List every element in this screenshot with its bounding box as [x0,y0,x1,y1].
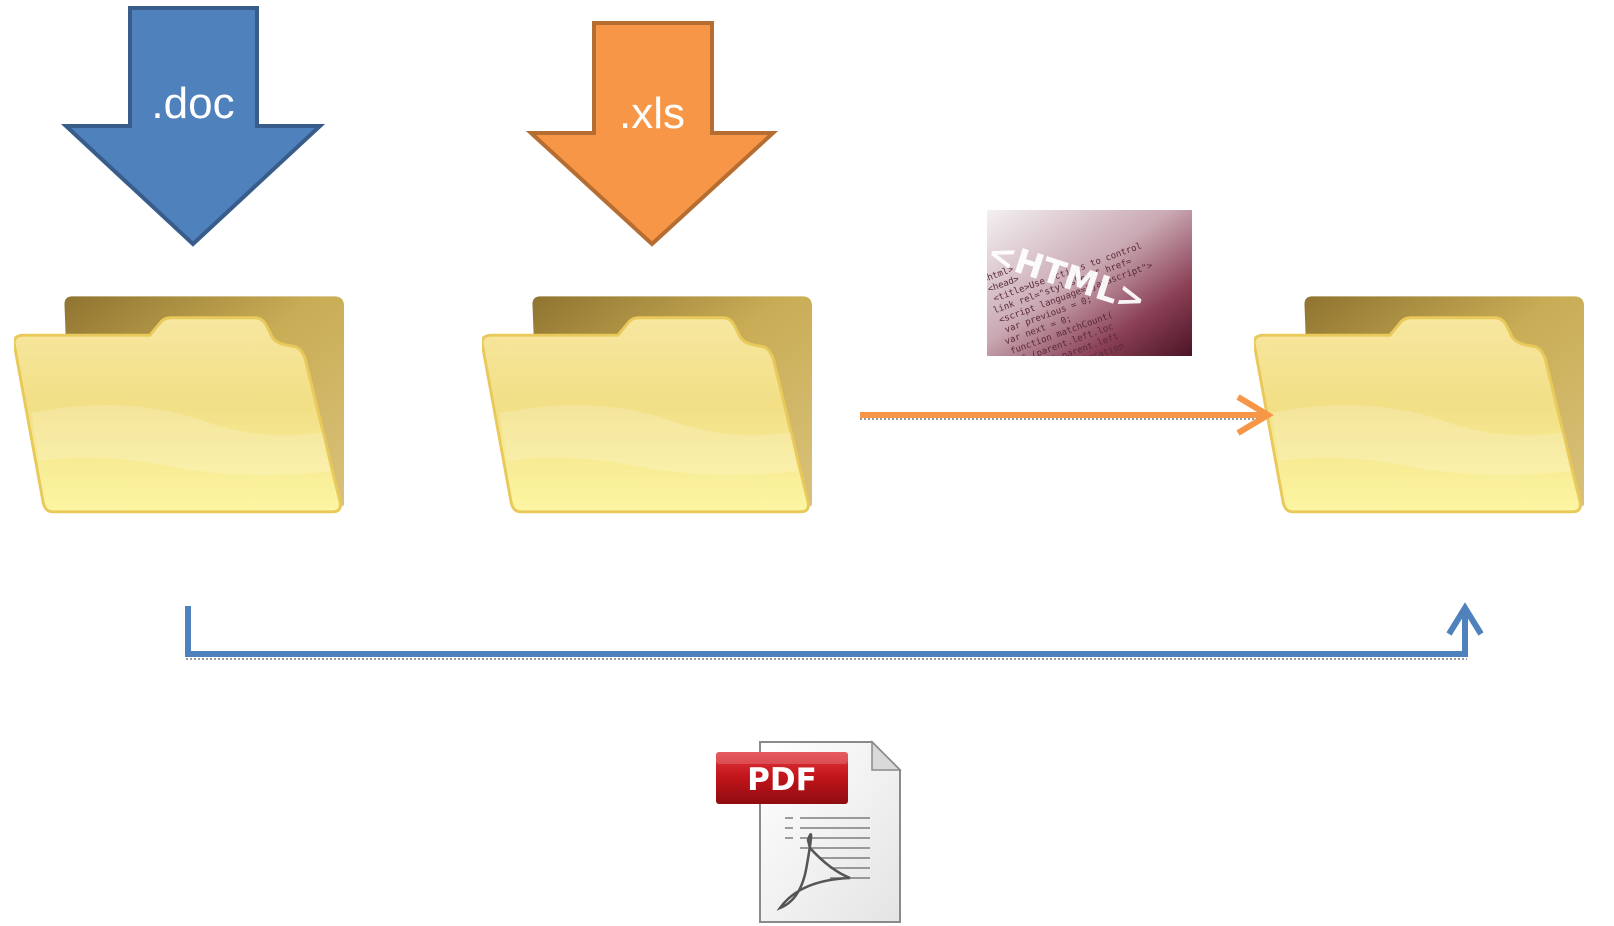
doc-arrow-shape [60,6,326,247]
doc-input-arrow: .doc [60,6,326,247]
html-image-background [987,210,1192,356]
doc-arrow-label: .doc [151,79,234,128]
acrobat-logo-icon [776,833,851,911]
xls-arrow-shape [525,21,779,247]
xls-arrow-label: .xls [619,89,685,138]
pdf-label: PDF [747,762,817,798]
pdf-conversion-arrow [185,602,1484,660]
pdf-label-band [716,752,848,804]
html-conversion-arrow [860,394,1274,436]
xls-input-arrow: .xls [525,21,779,247]
folder-output [1254,296,1584,514]
folder-xls [482,296,812,514]
folder-doc [14,296,344,514]
html-image: <html><head><title>Use actions to contro… [987,210,1192,356]
pdf-icon: PDF [716,740,902,923]
